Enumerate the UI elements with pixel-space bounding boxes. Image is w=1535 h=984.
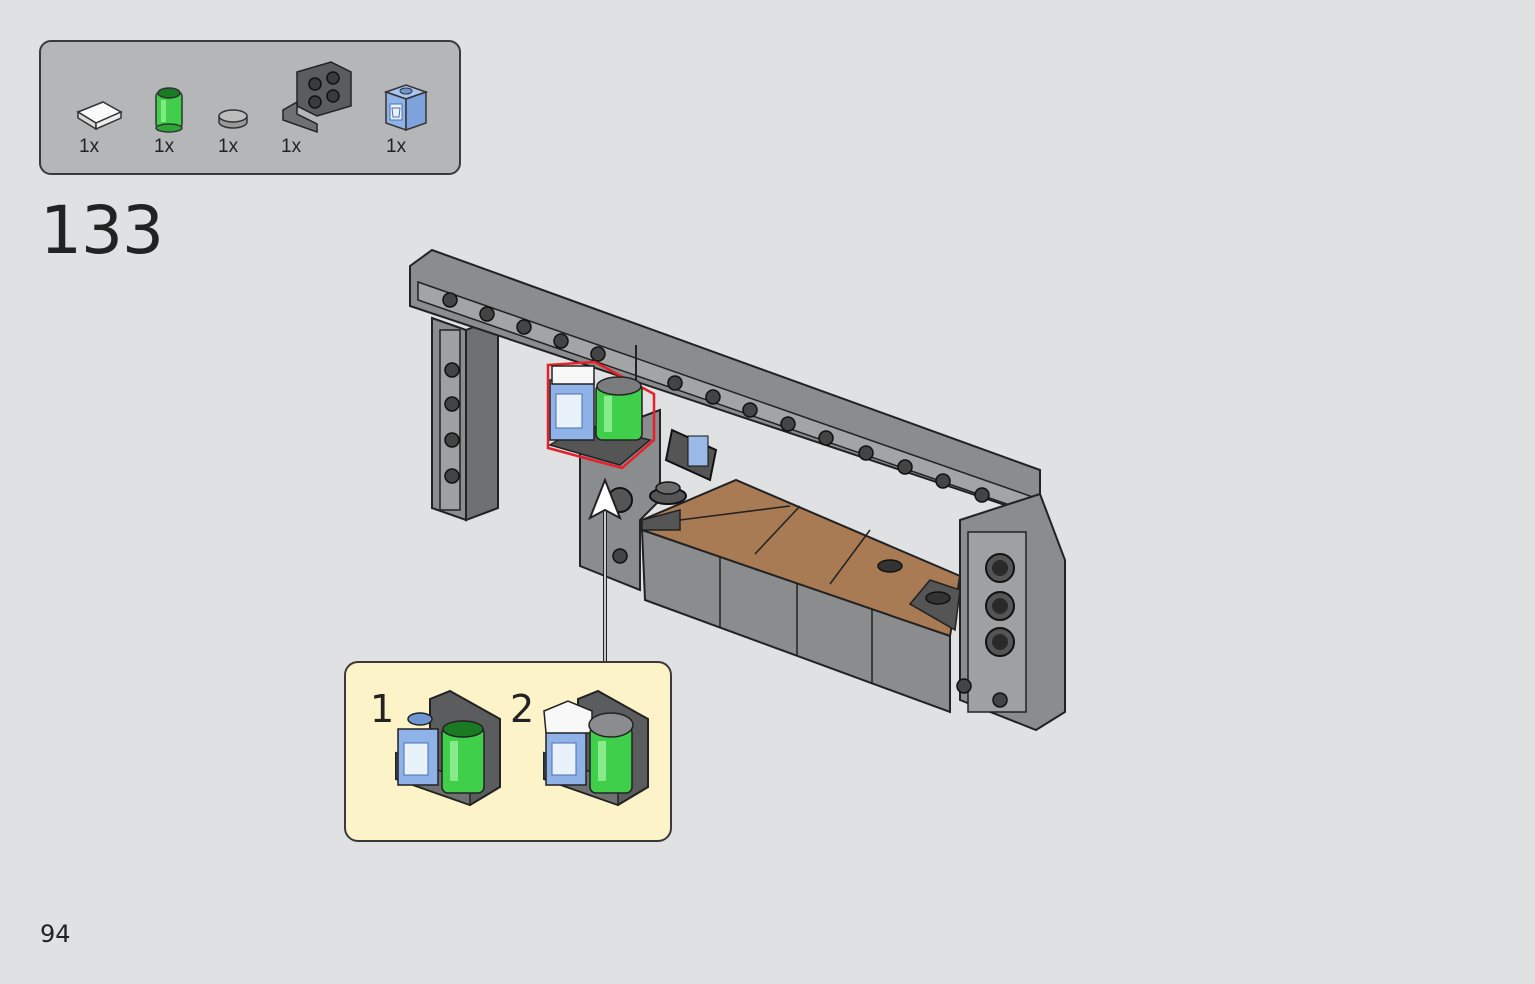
new-assembly-highlight: [546, 360, 656, 470]
right-pillar: [956, 492, 1066, 732]
sub-step-label: 1: [370, 687, 395, 731]
left-pillar: [431, 316, 499, 522]
placement-arrow: [588, 478, 622, 662]
part-quantity: 1x: [79, 136, 100, 157]
part-quantity: 1x: [218, 136, 239, 157]
sub-step-2-illustration: [543, 689, 649, 807]
part-quantity: 1x: [386, 136, 407, 157]
parts-list-box: 1x 1x 1x 1x: [39, 40, 461, 175]
blue-printed-brick-icon: [383, 84, 429, 132]
step-number: 133: [40, 192, 164, 269]
top-frame-beam: [409, 248, 1041, 514]
sub-step-1-illustration: [395, 689, 501, 807]
counter: [640, 478, 962, 714]
part-quantity: 1x: [281, 136, 302, 157]
sub-step-label: 2: [510, 687, 535, 731]
white-tile-icon: [76, 101, 123, 131]
green-transparent-round-brick-icon: [155, 87, 183, 133]
page-number: 94: [40, 920, 71, 948]
grey-round-tile-icon: [218, 109, 248, 129]
sub-assembly-callout: 1 2: [344, 661, 672, 842]
model-illustration: [409, 248, 1066, 732]
coffee-machine: [649, 428, 718, 505]
part-quantity: 1x: [154, 136, 175, 157]
dark-grey-bracket-plate-icon: [282, 61, 352, 134]
